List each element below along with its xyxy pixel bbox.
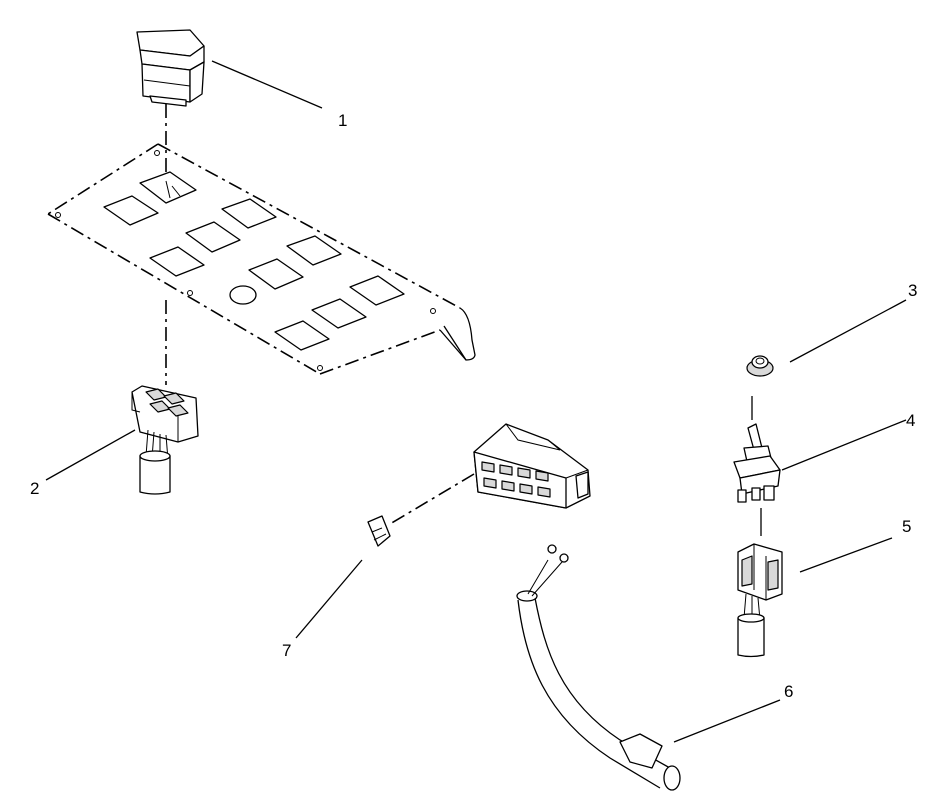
wire-harness	[516, 544, 681, 791]
leader-line-5	[799, 537, 893, 573]
leader-line-4	[781, 419, 907, 471]
rocker-switch	[136, 29, 205, 107]
leader-line-3	[789, 299, 907, 363]
assembly-line-7	[389, 473, 475, 525]
fuse	[367, 515, 391, 547]
callout-number-5: 5	[902, 517, 911, 536]
leader-line-6	[673, 699, 781, 743]
fuse-block	[473, 423, 591, 509]
toggle-connector	[737, 543, 783, 658]
callout-number-7: 7	[282, 641, 291, 660]
leader-line-1	[211, 60, 323, 109]
callout-number-3: 3	[908, 281, 917, 300]
callout-number-6: 6	[784, 682, 793, 701]
leader-line-7	[295, 559, 363, 639]
toggle-boot-nut	[746, 355, 774, 377]
callout-number-4: 4	[906, 411, 915, 430]
switch-panel-plate	[47, 143, 476, 375]
switch-connector	[131, 385, 199, 495]
leader-line-2	[45, 429, 136, 481]
callout-number-1: 1	[338, 111, 347, 130]
toggle-switch	[733, 423, 781, 503]
callout-number-2: 2	[30, 479, 39, 498]
